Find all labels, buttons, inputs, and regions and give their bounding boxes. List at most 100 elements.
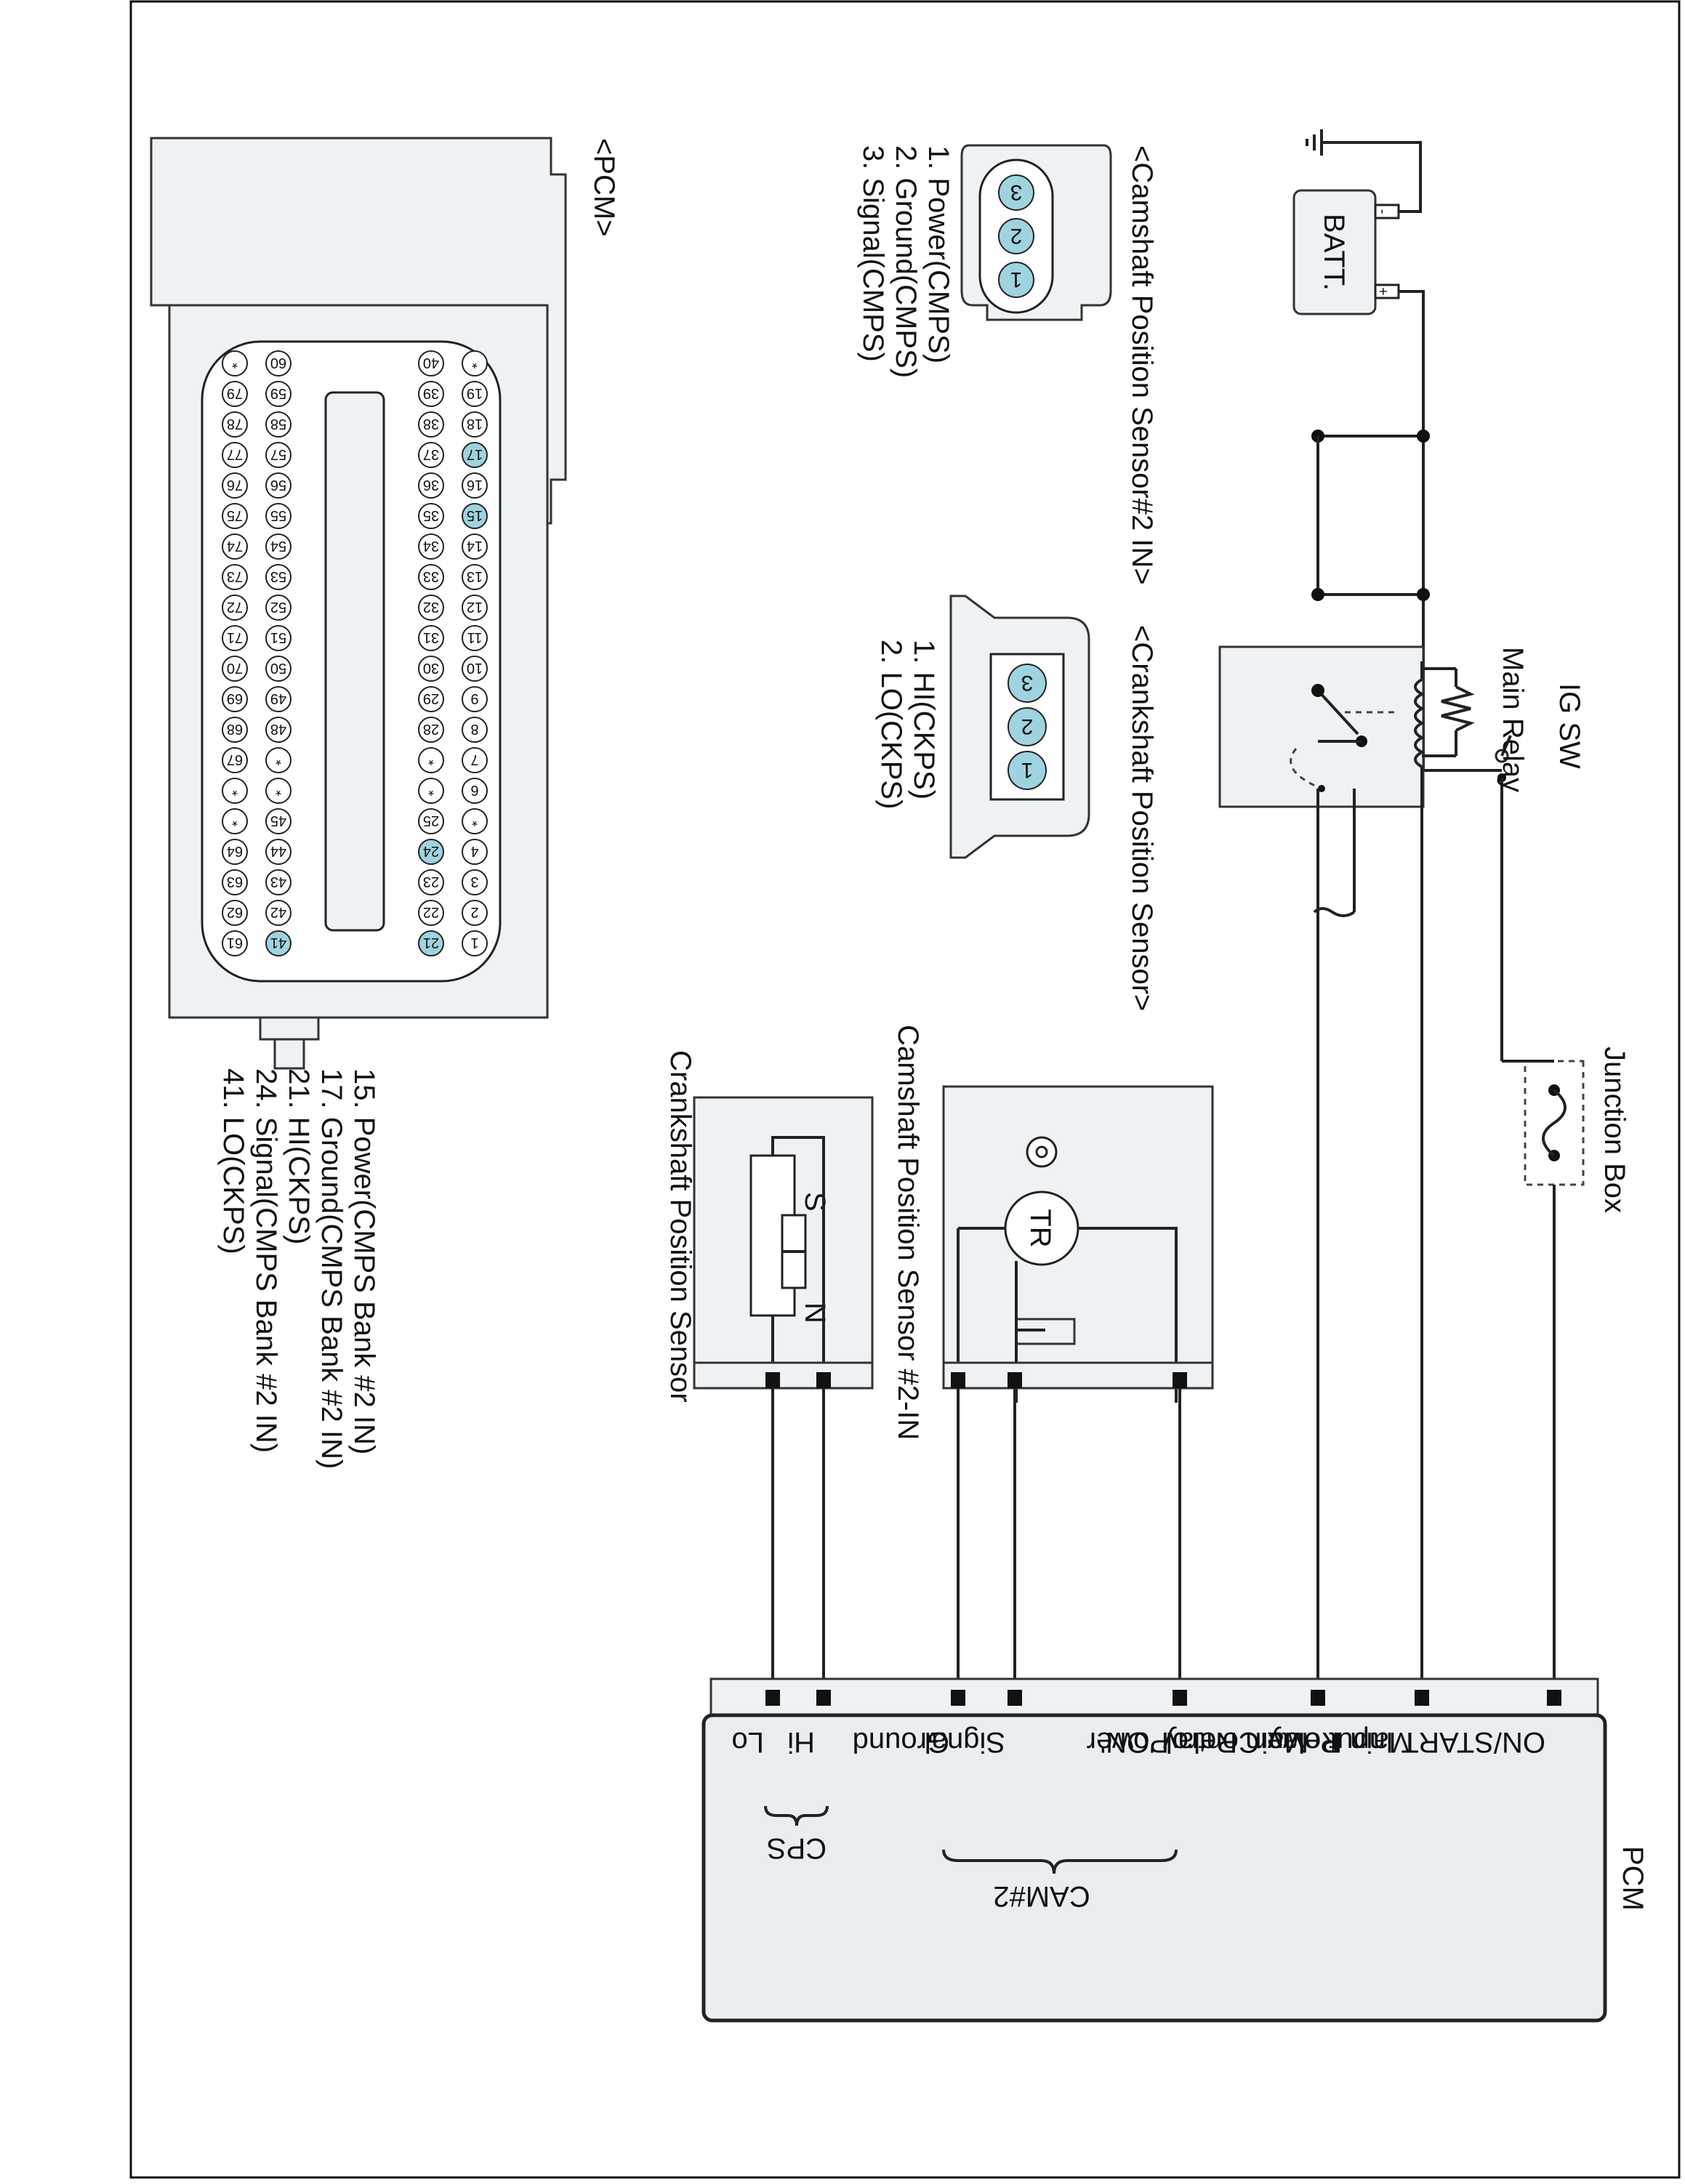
- svg-text:Main Relay Control: Main Relay Control: [1166, 1726, 1413, 1758]
- main-relay: Main Relay: [1218, 645, 1529, 808]
- pcm-legend-1: 15. Power(CMPS Bank #2 IN): [348, 1068, 380, 1454]
- pcm-pin: [462, 778, 488, 804]
- pcm-pin-label: 25: [423, 813, 439, 829]
- pcm-pin-label: 35: [423, 507, 439, 523]
- pcm-pin-label: 14: [467, 538, 483, 554]
- pcm-pin: [222, 564, 248, 590]
- pcm-pin: [418, 472, 444, 499]
- pcm-pin-label: 34: [423, 538, 439, 554]
- pcm-pin: [265, 472, 291, 499]
- crank-connector: <Crankshaft Position Sensor> 3 2 1 1. HI…: [875, 595, 1158, 1011]
- pcm-pin-label: 24: [423, 843, 439, 859]
- pcm-pin: [462, 717, 488, 743]
- crank-n-label: N: [799, 1302, 831, 1323]
- pcm-pin-label: 49: [270, 690, 286, 706]
- pcm-pin: [222, 350, 248, 376]
- pcm-pin: [462, 472, 488, 499]
- pcm-pin-label: 76: [227, 477, 243, 493]
- pcm-pin: [462, 808, 488, 834]
- crank-sensor: Crankshaft Position Sensor S N: [664, 1050, 874, 1403]
- main-relay-label: Main Relay: [1497, 647, 1529, 792]
- transistor-label: TR: [1024, 1209, 1056, 1247]
- cam-group-label: CAM#2: [993, 1880, 1090, 1912]
- pcm-pin-label: 57: [270, 446, 286, 462]
- pcm-pin: [462, 869, 488, 895]
- svg-text:ON/START Input: ON/START Input: [1329, 1726, 1545, 1758]
- ig-switch-label: IG SW: [1553, 683, 1585, 769]
- pcm-pin-label: *: [232, 782, 238, 798]
- cam-group-brace: [942, 1849, 1178, 1874]
- cam-pin-label: 1: [1010, 267, 1023, 291]
- crank-s-label: S: [799, 1192, 831, 1212]
- pcm-pin-label: 3: [470, 874, 478, 890]
- pcm-terminal-cam-ground: Ground: [853, 1726, 949, 1758]
- pcm-pin-label: 21: [423, 935, 439, 951]
- pcm-pin-label: 39: [423, 385, 439, 401]
- crank-legend-2: 2. LO(CKPS): [875, 640, 907, 809]
- pcm-pin: [265, 778, 291, 804]
- battery-plus: +: [1375, 287, 1391, 296]
- junction-box-label: Junction Box: [1598, 1047, 1630, 1213]
- pcm-pin-label: 44: [270, 843, 286, 859]
- cam-connector-title: <Camshaft Position Sensor#2 IN>: [1126, 145, 1158, 585]
- pcm-connector-legend: 15. Power(CMPS Bank #2 IN) 17. Ground(CM…: [217, 1068, 380, 1469]
- wire-break: [1313, 907, 1356, 917]
- pcm-pin-label: 73: [227, 568, 243, 584]
- pcm-pin-label: 64: [227, 843, 243, 859]
- svg-text:Hi: Hi: [787, 1726, 815, 1758]
- pcm-pin: [222, 808, 248, 834]
- pcm-pin-label: 32: [423, 599, 439, 615]
- pcm-pin-label: 6: [470, 782, 478, 798]
- pcm-pin-label: 56: [270, 477, 286, 493]
- pcm-pin: [222, 411, 248, 438]
- pcm-pin: [418, 900, 444, 926]
- pcm-pin-label: 53: [270, 568, 286, 584]
- pcm-pin: [265, 442, 291, 468]
- pcm-pin-label: *: [428, 751, 434, 767]
- pcm-pin-label: 78: [227, 416, 243, 432]
- pcm-module: PCM ON/START Input Main Relay Control Ma…: [701, 1677, 1649, 2023]
- pcm-pin: [462, 747, 488, 773]
- pcm-pin: [418, 533, 444, 560]
- pcm-pin: [418, 808, 444, 834]
- pcm-pin-label: 54: [270, 538, 286, 554]
- pcm-pin-label: 59: [270, 385, 286, 401]
- pcm-pin: [462, 900, 488, 926]
- pcm-pin-label: 12: [467, 599, 483, 615]
- junction-node: [1417, 588, 1430, 601]
- pcm-pin: [265, 839, 291, 865]
- pcm-pin-label: 70: [227, 660, 243, 676]
- pcm-pin-label: 55: [270, 507, 286, 523]
- pcm-pin: [265, 686, 291, 712]
- pcm-pin-label: 41: [270, 935, 286, 951]
- pcm-pin: [265, 595, 291, 621]
- cam-sensor-label: Camshaft Position Sensor #2-IN: [892, 1025, 924, 1440]
- cam-pin: [998, 174, 1034, 211]
- crank-sensor-label: Crankshaft Position Sensor: [664, 1050, 696, 1403]
- pcm-pin: [462, 564, 488, 590]
- cps-group-label: CPS: [767, 1832, 827, 1864]
- pcm-pin: [265, 900, 291, 926]
- pcm-pin-label: 33: [423, 568, 439, 584]
- svg-text:CAM#2: CAM#2: [993, 1880, 1090, 1912]
- pcm-pin: [462, 930, 488, 956]
- pcm-pin-label: 45: [270, 813, 286, 829]
- pcm-pin-label: 15: [467, 507, 483, 523]
- pcm-pin-label: 9: [470, 690, 478, 706]
- pcm-pin-label: 52: [270, 599, 286, 615]
- cam-sensor: Camshaft Position Sensor #2-IN TR: [892, 1025, 1214, 1440]
- pcm-terminal-relay-on-power: Power: [1258, 1726, 1340, 1758]
- pcm-pin: [222, 839, 248, 865]
- pcm-title: PCM: [1617, 1846, 1649, 1911]
- pcm-pin-label: 71: [227, 629, 243, 645]
- cam-pin: [998, 218, 1034, 254]
- pcm-pin: [265, 381, 291, 407]
- junction-node: [1417, 430, 1430, 443]
- pcm-pin: [265, 533, 291, 560]
- pcm-pin-label: 16: [467, 477, 483, 493]
- ig-switch: IG SW: [1423, 683, 1585, 782]
- pcm-pin-label: 43: [270, 874, 286, 890]
- crank-connector-title: <Crankshaft Position Sensor>: [1126, 625, 1158, 1011]
- pcm-pin-label: 2: [470, 904, 478, 920]
